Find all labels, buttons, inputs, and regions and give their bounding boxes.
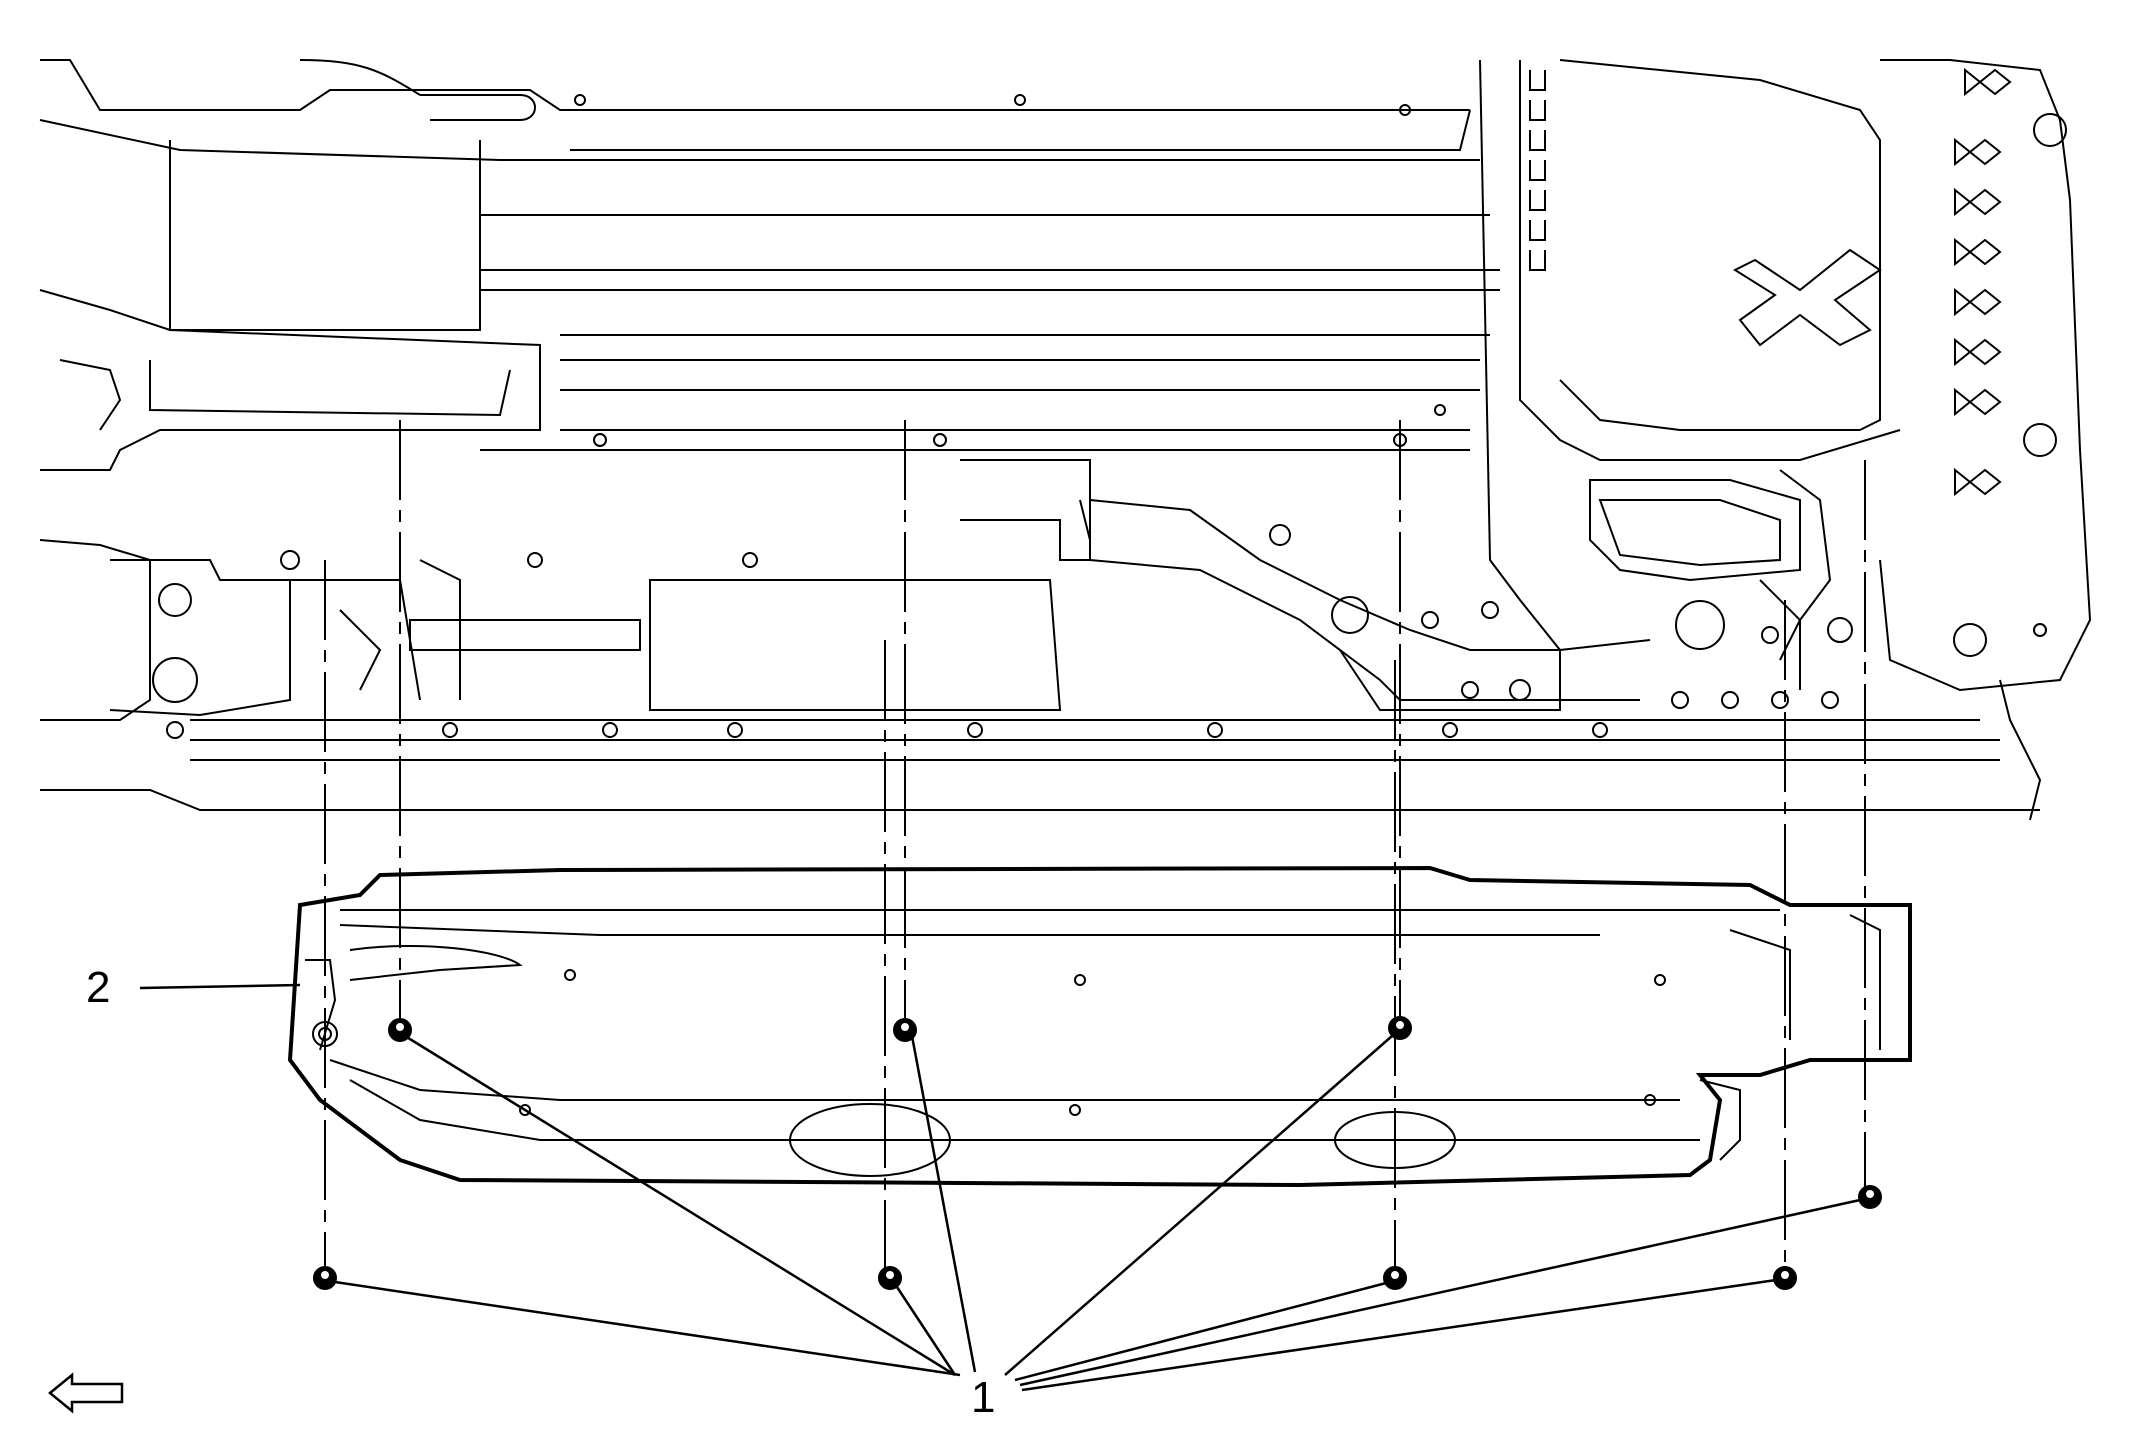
fastener-nut — [893, 1018, 917, 1042]
front-direction-arrow-icon — [48, 1372, 124, 1414]
callout-label-fasteners: 1 — [971, 1373, 996, 1422]
leader-1 — [334, 1280, 961, 1377]
fasteners — [313, 1016, 1882, 1290]
fastener-nut — [1773, 1266, 1797, 1290]
fastener-nut — [313, 1266, 337, 1290]
underbody-shield-panel — [287, 865, 1912, 1188]
leader-1 — [404, 1034, 956, 1377]
leader-2 — [139, 983, 301, 990]
callout-label-shield: 2 — [86, 963, 111, 1012]
leader-1 — [1021, 1278, 1777, 1392]
callout-leaders — [139, 983, 1861, 1392]
shield-panel-details — [305, 909, 1881, 1177]
leader-1 — [1014, 1280, 1391, 1382]
vehicle-underbody — [39, 59, 2092, 821]
fastener-nut — [1383, 1266, 1407, 1290]
leader-1 — [893, 1283, 957, 1376]
fastener-nut — [1858, 1185, 1882, 1209]
leader-1 — [1019, 1198, 1861, 1387]
leader-1 — [1004, 1035, 1393, 1376]
fastener-nut — [878, 1266, 902, 1290]
fastener-nut — [1388, 1016, 1412, 1040]
fastener-install-lines — [324, 420, 1866, 1275]
leader-1 — [910, 1035, 977, 1373]
